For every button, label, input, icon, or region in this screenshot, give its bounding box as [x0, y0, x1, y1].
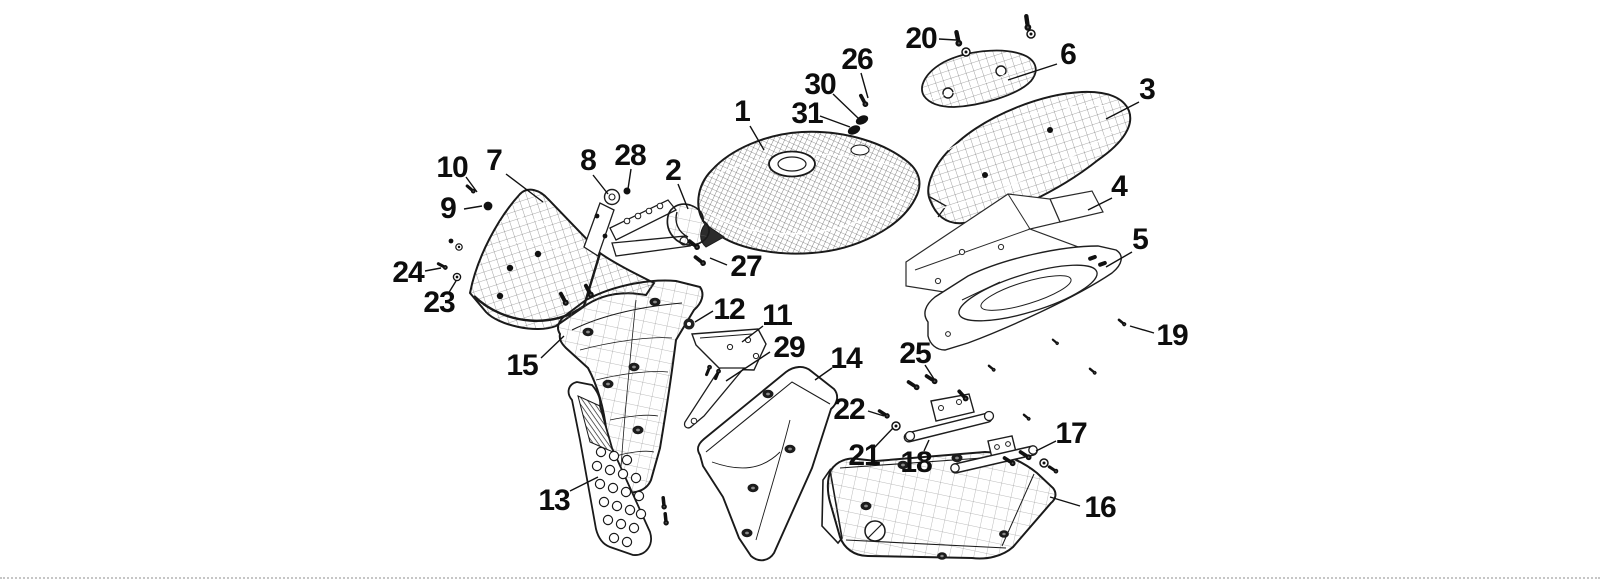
callout-8: 8 [580, 144, 597, 177]
callout-26: 26 [841, 43, 873, 76]
callout-31: 31 [791, 97, 823, 130]
callout-22: 22 [833, 393, 865, 426]
callout-21: 21 [848, 439, 880, 472]
callout-6: 6 [1060, 38, 1077, 71]
part-14-lower-panel [696, 366, 839, 562]
callout-4: 4 [1111, 170, 1128, 203]
callout-23: 23 [423, 286, 455, 319]
part-13-perforated-shield [567, 381, 652, 556]
callout-14: 14 [830, 342, 862, 375]
callout-9: 9 [440, 192, 457, 225]
part-16-belly-pan [821, 450, 1057, 560]
callout-16: 16 [1084, 491, 1116, 524]
callout-15: 15 [506, 349, 538, 382]
callout-28: 28 [614, 139, 646, 172]
callout-1: 1 [734, 95, 751, 128]
part-4-mount-sheet [905, 190, 1104, 300]
callout-13: 13 [538, 484, 570, 517]
callout-18: 18 [900, 446, 932, 479]
callout-20: 20 [905, 22, 937, 55]
part-11-support-bracket [683, 328, 767, 429]
part-5-undertail-tray [924, 245, 1122, 351]
callout-19: 19 [1156, 319, 1188, 352]
page-divider [0, 577, 1600, 579]
part-6-cover-panel [921, 49, 1037, 108]
callout-2: 2 [665, 154, 682, 187]
callout-3: 3 [1139, 73, 1156, 106]
callout-11: 11 [762, 299, 793, 332]
callout-7: 7 [486, 144, 503, 177]
callout-27: 27 [730, 250, 762, 283]
callout-29: 29 [773, 331, 805, 364]
part-18-bracket-rail [903, 393, 995, 443]
leader-lines [424, 38, 1155, 507]
callout-12: 12 [713, 293, 745, 326]
part-1-fuel-tank-cover [697, 130, 921, 255]
fasteners [435, 13, 1128, 560]
part-17-bracket-rail [950, 435, 1038, 474]
part-15-side-fairing [557, 279, 704, 494]
callout-17: 17 [1055, 417, 1087, 450]
callout-30: 30 [804, 68, 836, 101]
part-2-clamp [666, 203, 710, 247]
callout-25: 25 [899, 337, 931, 370]
callout-10: 10 [436, 151, 468, 184]
callout-5: 5 [1132, 223, 1149, 256]
callout-24: 24 [392, 256, 424, 289]
